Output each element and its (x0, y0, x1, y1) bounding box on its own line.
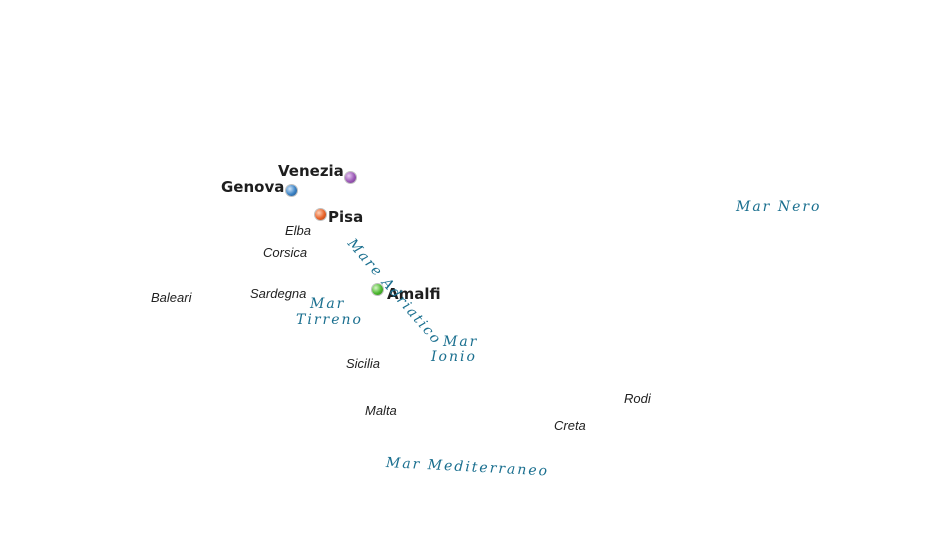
place-label-malta: Malta (365, 403, 397, 418)
pisa-marker-icon[interactable] (315, 209, 326, 220)
sea-label-nero: Mar Nero (736, 199, 822, 215)
sea-label-tirreno-line2: Tirreno (296, 312, 363, 328)
genova-marker-icon[interactable] (286, 185, 297, 196)
place-label-baleari: Baleari (151, 290, 192, 305)
place-label-rodi: Rodi (624, 391, 651, 406)
place-label-corsica: Corsica (263, 245, 308, 260)
place-label-creta: Creta (554, 418, 586, 433)
city-label-genova[interactable]: Genova (221, 178, 285, 196)
place-label-elba: Elba (285, 223, 312, 238)
sea-label-tirreno-line1: Mar (310, 296, 346, 312)
venezia-marker-icon[interactable] (345, 172, 356, 183)
place-label-sardegna: Sardegna (250, 286, 307, 301)
sea-label-ionio-line2: Ionio (431, 349, 477, 365)
place-label-sicilia: Sicilia (346, 356, 380, 371)
city-label-pisa[interactable]: Pisa (328, 208, 364, 226)
city-label-amalfi[interactable]: Amalfi (387, 285, 441, 303)
city-label-venezia[interactable]: Venezia (278, 162, 344, 180)
sea-label-ionio-line1: Mar (443, 334, 479, 350)
amalfi-marker-icon[interactable] (372, 284, 383, 295)
sea-label-mediterraneo: Mar Mediterraneo (385, 455, 550, 480)
